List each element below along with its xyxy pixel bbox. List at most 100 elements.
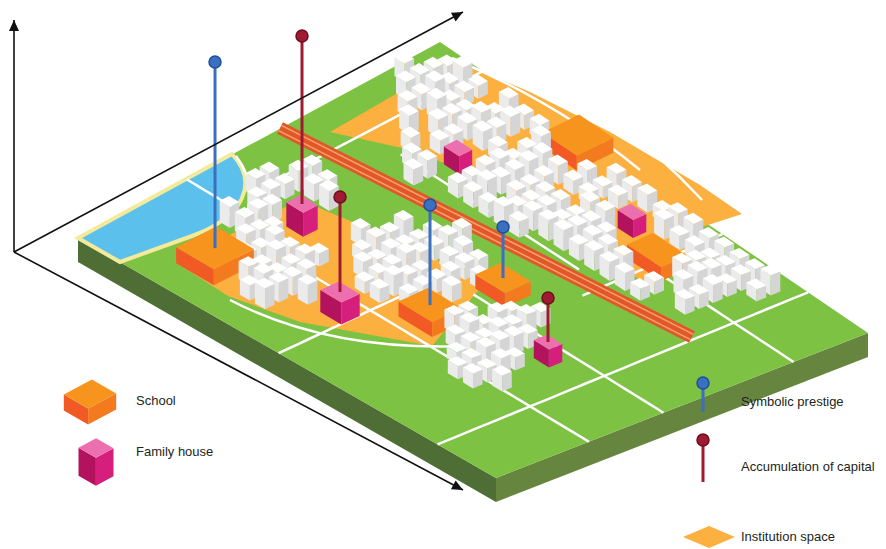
legend-swatches [64,377,735,548]
building-roof [402,142,422,153]
building-roof [220,196,240,207]
building-roof [447,342,467,352]
building [442,276,462,303]
prestige-swatch-head [697,377,709,389]
building-roof [269,272,289,283]
building-roof [453,56,473,68]
legend-label: Symbolic prestige [741,394,844,410]
building-roof [505,159,525,170]
capital-pin-head [334,191,346,203]
building-roof [644,271,664,282]
building-roof [537,195,557,206]
institution-zone [330,60,742,252]
building-roof [622,175,642,186]
building [492,365,512,391]
institution-zone [175,200,482,346]
institution-swatch [683,526,735,548]
building-roof [489,317,509,327]
prestige-pin-head [209,56,221,68]
building-roof [583,225,603,236]
building-roof [303,155,323,166]
axis-line [13,20,15,252]
building-roof [266,239,286,250]
building-roof [468,74,488,86]
building-roof [265,224,285,235]
building-roof [401,126,421,137]
building-roof [471,101,491,113]
building-roof [598,234,618,245]
axes [9,12,463,490]
building-roof [637,184,657,195]
building-roof [260,162,280,173]
building-roof [425,70,445,82]
building-roof [412,260,432,271]
railway-track [279,131,691,340]
building-roof [366,227,386,238]
building-roof [424,57,444,69]
building-roof [427,88,447,100]
school-swatch-roof [64,379,116,408]
building-roof [457,112,477,124]
building-roof [499,87,519,99]
building-roof [684,213,704,224]
building-roof [319,180,339,191]
pins [209,30,554,342]
building [509,211,529,238]
building-roof [600,251,620,262]
building-roof [476,154,496,165]
building-roof [476,337,496,347]
building-roof [463,181,483,192]
road [438,292,809,444]
building [675,289,695,315]
building-roof [298,274,318,285]
building-roof [584,240,604,251]
building-roof [442,103,462,115]
axis-arrowhead [451,480,463,490]
building [746,279,766,302]
building-roof [614,245,634,256]
prestige-pin-head [497,221,509,233]
building-roof [353,251,373,262]
buildings [176,52,780,392]
capital-pin-stem [339,197,342,292]
building-roof [261,178,281,189]
building-roof [370,279,390,290]
building-roof [517,304,537,315]
axis-arrowhead [9,20,19,31]
building-roof [607,163,627,174]
building-roof [488,302,508,313]
school-swatch [64,379,116,424]
building-roof [491,348,511,358]
building-roof [520,174,540,185]
family-house-roof [444,140,472,157]
capital-swatch-head [697,434,709,446]
building-roof [295,244,315,255]
prestige-pin-head [424,199,436,211]
building-roof [454,80,474,92]
building-roof [506,180,526,191]
building-roof [395,52,415,64]
building-roof [494,196,514,207]
railway-band [280,128,692,337]
prestige-pin-stem [214,62,217,248]
building-roof [441,261,461,272]
building-roof [689,284,709,295]
building-roof [688,261,708,272]
building-roof [685,235,705,246]
building-roof [283,266,303,277]
legend-label: Family house [136,444,213,460]
building-roof [674,269,694,280]
building-roof [399,283,419,294]
building-roof [453,235,473,246]
capital-pin-stem [301,36,304,204]
building-roof [730,248,750,259]
building-roof [351,218,371,229]
railway [279,125,694,339]
building-roof [554,219,574,230]
building-roof [533,142,553,154]
building-roof [593,175,613,186]
building-roof [444,123,464,135]
building-roof [394,210,414,221]
building-roof [384,265,404,276]
prestige-pin-stem [502,227,505,278]
